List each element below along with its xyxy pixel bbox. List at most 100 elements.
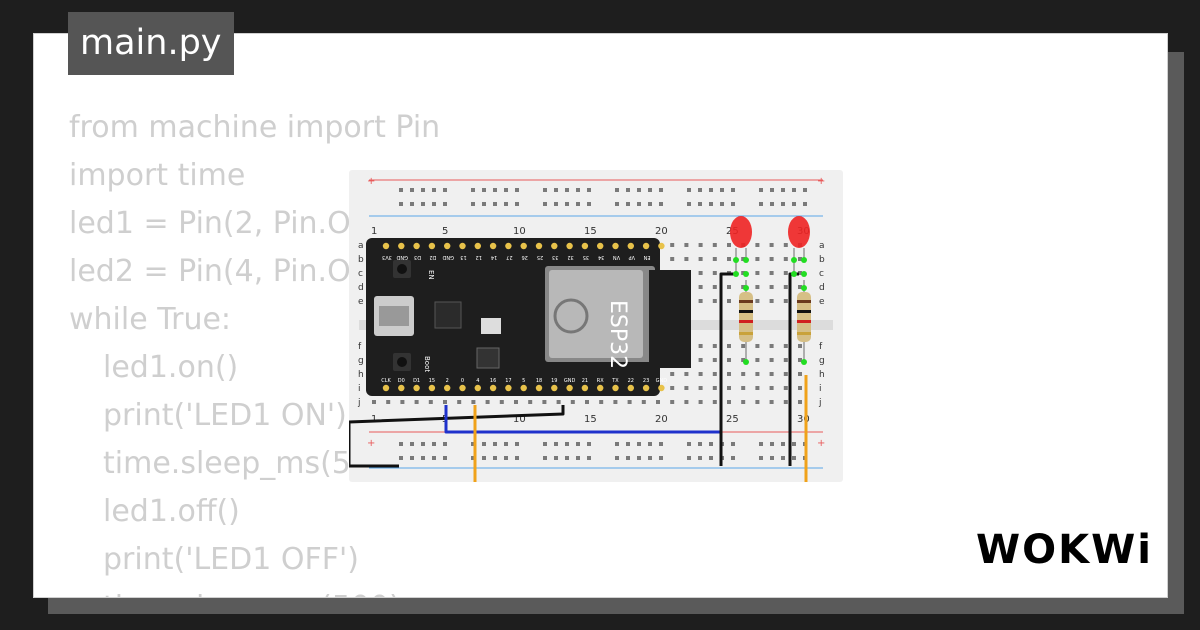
rail-hole [443,456,447,460]
rail-hole [515,202,519,206]
led2-resistor [797,292,811,342]
esp32-pin [627,384,634,392]
column-number: 1 [371,226,377,237]
resistor-band [797,310,811,313]
rail-hole [781,188,785,192]
breadboard-hole [485,400,490,404]
resistor-band [739,332,753,335]
rail-hole [554,188,558,192]
breadboard-hole [769,386,774,390]
column-number: 5 [442,226,448,237]
rail-hole [493,456,497,460]
code-line: while True: [69,302,232,337]
resistor-band [739,300,753,303]
breadboard-hole [556,400,561,404]
rail-hole [493,202,497,206]
esp32-pin [505,242,512,250]
rail-hole [432,442,436,446]
code-line: print('LED1 OFF') [103,542,359,577]
rail-hole [565,456,569,460]
pin-label: VP [629,254,635,260]
breadboard-hole [528,400,533,404]
breadboard-hole [755,271,760,275]
rail-hole [781,442,785,446]
rail-hole [731,442,735,446]
rail-hole [687,456,691,460]
rail-hole [482,456,486,460]
esp32-pin [551,242,558,250]
breadboard-hole [727,285,731,289]
rail-hole [709,202,713,206]
connection-dot [801,257,807,263]
rail-hole [515,188,519,192]
breadboard-hole [798,400,802,404]
rail-hole [626,442,630,446]
pin-label: 0 [461,378,464,384]
rail-hole [709,188,713,192]
breadboard-hole [414,400,419,404]
chip-small [476,347,500,369]
column-number: 20 [655,414,668,425]
esp32-pin [627,242,634,250]
connection-dot [743,359,749,365]
breadboard-hole [769,358,774,362]
breadboard-hole [798,257,802,261]
breadboard-hole [400,400,405,404]
pin-label: 3V3 [382,254,392,260]
esp32-pin [520,384,527,392]
pin-label: 5 [522,378,525,384]
esp32-pin [566,384,573,392]
connection-dot [743,285,749,291]
breadboard-hole [798,344,802,348]
esp32-pin [612,384,619,392]
rail-hole [443,442,447,446]
en-button-cap [397,264,407,274]
esp32-pin [459,384,466,392]
esp32-pin [474,242,481,250]
rail-hole [410,456,414,460]
esp32-pin [489,242,497,250]
row-letter: g [358,356,364,366]
rail-hole [399,456,403,460]
code-line: from machine import Pin [69,110,441,145]
rail-hole [648,202,652,206]
rail-hole [443,202,447,206]
column-number: 15 [584,226,597,237]
pin-label: RX [597,378,604,384]
row-letter: c [358,269,363,279]
breadboard-hole [684,386,689,390]
breadboard-hole [712,386,717,390]
breadboard-hole [712,257,717,261]
breadboard-hole [698,358,703,362]
resistor-band [739,310,753,313]
esp32-pin [551,384,558,392]
pin-label: CLK [381,378,391,384]
rail-hole [803,188,807,192]
rail-hole [803,202,807,206]
rail-hole [759,442,763,446]
rail-hole [759,188,763,192]
rail-plus-label: + [367,176,375,187]
rail-hole [515,456,519,460]
file-tab[interactable]: main.py [68,12,234,75]
breadboard-hole [542,400,547,404]
pin-label: 12 [476,254,482,260]
esp32-pin [382,384,390,392]
rail-hole [759,456,763,460]
rail-hole [410,202,414,206]
breadboard-circuit: ++++115510101515202025253030aabbccddeeff… [347,170,843,494]
breadboard-hole [783,344,788,348]
rail-hole [637,456,641,460]
esp32-pin [382,242,390,250]
row-letter: j [357,398,361,408]
rail-hole [615,442,619,446]
esp32-pin [581,384,589,392]
breadboard-hole [783,243,788,247]
rail-hole [615,202,619,206]
rail-hole [792,188,796,192]
pin-label: TX [611,378,619,384]
breadboard-hole [769,257,774,261]
breadboard-hole [670,400,675,404]
row-letter: f [819,342,823,352]
rail-plus-label: + [817,176,825,187]
